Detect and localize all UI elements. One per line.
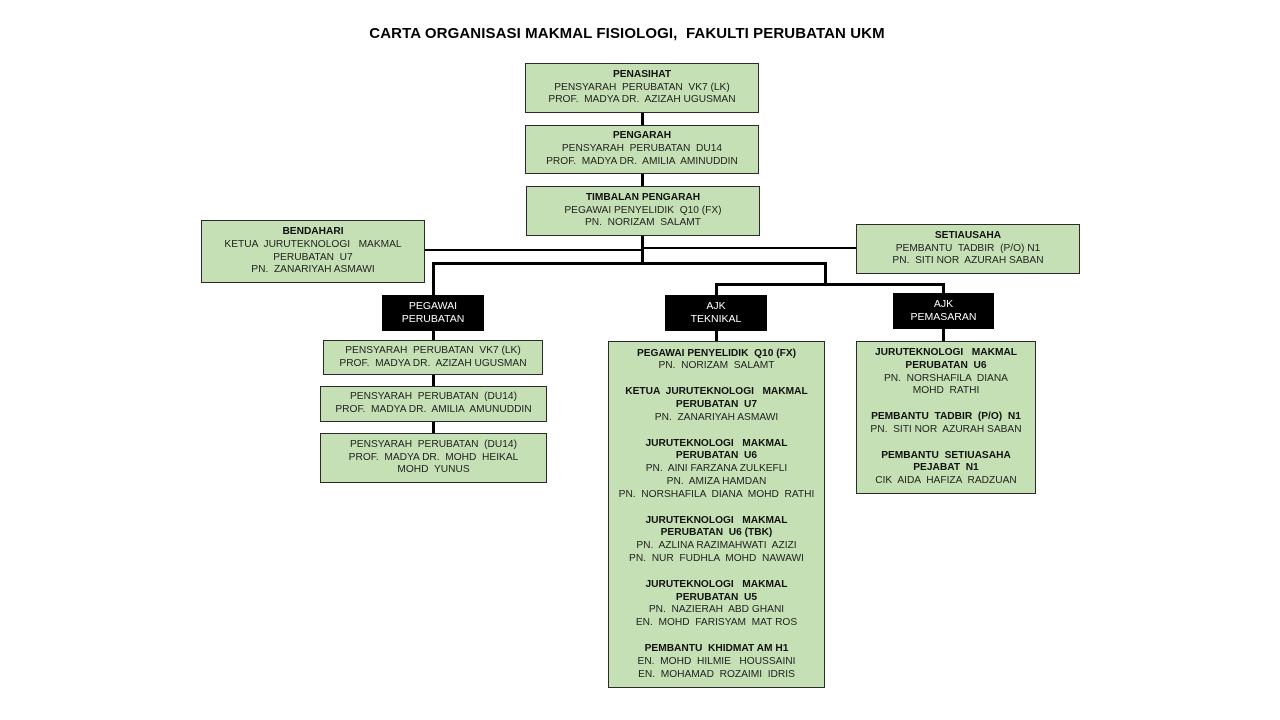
person-name: PROF. MADYA DR. AZIZAH UGUSMAN	[339, 357, 527, 369]
ajk-pemasaran-header: AJK PEMASARAN	[893, 293, 994, 329]
person-name: PN. ZANARIYAH ASMAWI	[251, 264, 375, 276]
position-title: KETUA JURUTEKNOLOGI MAKMAL	[625, 386, 808, 398]
position-title: PERUBATAN U6	[675, 450, 758, 462]
position-line: PENSYARAH PERUBATAN VK7 (LK)	[554, 81, 730, 93]
person-name: PROF. MADYA DR. AZIZAH UGUSMAN	[548, 94, 736, 106]
role-title: PENGARAH	[612, 130, 672, 142]
member-group: JURUTEKNOLOGI MAKMAL PERUBATAN U6 PN. AI…	[619, 438, 815, 502]
person-name: PN. ZANARIYAH ASMAWI	[654, 411, 779, 423]
member-group: JURUTEKNOLOGI MAKMAL PERUBATAN U6 PN. NO…	[875, 347, 1017, 398]
position-title: JURUTEKNOLOGI MAKMAL	[645, 514, 788, 526]
connector-line	[641, 173, 644, 187]
position-line: PENSYARAH PERUBATAN (DU14)	[350, 438, 517, 450]
connector-line	[942, 283, 945, 294]
position-title: JURUTEKNOLOGI MAKMAL	[645, 437, 788, 449]
bendahari-box: BENDAHARI KETUA JURUTEKNOLOGI MAKMAL PER…	[201, 220, 425, 283]
position-line: PEMBANTU TADBIR (P/O) N1	[895, 242, 1041, 254]
person-name: PROF. MADYA DR. AMILIA AMUNUDDIN	[335, 404, 532, 415]
connector-line	[432, 421, 435, 434]
position-line: KETUA JURUTEKNOLOGI MAKMAL	[224, 238, 402, 250]
connector-line	[942, 328, 945, 342]
person-name: CIK AIDA HAFIZA RADZUAN	[875, 475, 1017, 487]
role-title: PENASIHAT	[612, 68, 672, 80]
position-line: PENSYARAH PERUBATAN (DU14)	[350, 391, 517, 403]
person-name: EN. MOHD FARISYAM MAT ROS	[635, 617, 798, 629]
ajk-pemasaran-box: JURUTEKNOLOGI MAKMAL PERUBATAN U6 PN. NO…	[856, 341, 1036, 494]
position-title: PERUBATAN U7	[675, 399, 758, 411]
role-title: SETIAUSAHA	[934, 229, 1002, 241]
role-title: BENDAHARI	[282, 225, 344, 237]
member-group: KETUA JURUTEKNOLOGI MAKMAL PERUBATAN U7 …	[625, 386, 807, 424]
connector-line	[432, 262, 435, 296]
position-line: PERUBATAN U7	[273, 251, 353, 263]
person-name: PN. NAZIERAH ABD GHANI	[648, 604, 785, 616]
position-title: PEMBANTU TADBIR (P/O) N1	[871, 411, 1021, 423]
pegawai-perubatan-member: PENSYARAH PERUBATAN (DU14) PROF. MADYA D…	[320, 386, 547, 422]
person-name: MOHD YUNUS	[397, 464, 470, 476]
connector-line	[824, 262, 827, 285]
connector-line	[642, 247, 856, 249]
person-name: PN. AMIZA HAMDAN	[666, 476, 767, 487]
connector-line	[641, 112, 644, 126]
ajk-teknikal-box: PEGAWAI PENYELIDIK Q10 (FX) PN. NORIZAM …	[608, 341, 825, 688]
person-name: EN. MOHD HILMIE HOUSSAINI	[637, 655, 796, 667]
person-name: EN. MOHAMAD ROZAIMI IDRIS	[638, 668, 795, 680]
person-name: PN. AZLINA RAZIMAHWATI AZIZI	[636, 540, 797, 552]
header-line: PERUBATAN	[401, 313, 465, 325]
connector-line	[425, 249, 643, 251]
penasihat-box: PENASIHAT PENSYARAH PERUBATAN VK7 (LK) P…	[525, 63, 759, 113]
person-name: PN. AINI FARZANA ZULKEFLI	[645, 463, 788, 475]
member-group: PEMBANTU KHIDMAT AM H1 EN. MOHD HILMIE H…	[638, 643, 796, 681]
header-line: AJK	[933, 298, 954, 310]
position-title: PEMBANTU KHIDMAT AM H1	[644, 642, 789, 654]
timbalan-pengarah-box: TIMBALAN PENGARAH PEGAWAI PENYELIDIK Q10…	[526, 186, 760, 236]
position-line: PENSYARAH PERUBATAN DU14	[561, 143, 723, 155]
position-title: PEJABAT N1	[913, 462, 979, 474]
person-name: PROF. MADYA DR. MOHD HEIKAL	[348, 451, 519, 463]
connector-line	[432, 330, 435, 341]
person-name: PN. SITI NOR AZURAH SABAN	[870, 423, 1022, 435]
person-name: PN. NORSHAFILA DIANA MOHD RATHI	[618, 488, 815, 500]
header-line: AJK	[706, 300, 726, 312]
pengarah-box: PENGARAH PENSYARAH PERUBATAN DU14 PROF. …	[525, 125, 759, 174]
member-group: PEMBANTU TADBIR (P/O) N1 PN. SITI NOR AZ…	[870, 411, 1021, 437]
pegawai-perubatan-member: PENSYARAH PERUBATAN VK7 (LK) PROF. MADYA…	[323, 340, 543, 375]
member-group: PEGAWAI PENYELIDIK Q10 (FX) PN. NORIZAM …	[637, 348, 796, 374]
position-line: PENSYARAH PERUBATAN VK7 (LK)	[345, 344, 521, 356]
member-group: JURUTEKNOLOGI MAKMAL PERUBATAN U5 PN. NA…	[636, 579, 797, 630]
connector-line	[715, 283, 945, 286]
member-group: PEMBANTU SETIUASAHA PEJABAT N1 CIK AIDA …	[875, 450, 1017, 488]
chart-title: CARTA ORGANISASI MAKMAL FISIOLOGI, FAKUL…	[369, 25, 885, 42]
position-line: PEGAWAI PENYELIDIK Q10 (FX)	[564, 204, 722, 216]
header-line: TEKNIKAL	[690, 313, 742, 325]
person-name: MOHD RATHI	[912, 385, 980, 397]
position-title: PERUBATAN U5	[675, 591, 758, 603]
setiausaha-box: SETIAUSAHA PEMBANTU TADBIR (P/O) N1 PN. …	[856, 224, 1080, 274]
position-title: PERUBATAN U6	[905, 359, 987, 371]
pegawai-perubatan-header: PEGAWAI PERUBATAN	[382, 295, 484, 331]
member-group: JURUTEKNOLOGI MAKMAL PERUBATAN U6 (TBK) …	[629, 515, 804, 566]
position-title: JURUTEKNOLOGI MAKMAL	[645, 578, 788, 590]
position-title: PERUBATAN U6 (TBK)	[660, 527, 773, 539]
person-name: PN. NUR FUDHLA MOHD NAWAWI	[629, 552, 804, 564]
role-title: TIMBALAN PENGARAH	[585, 191, 701, 203]
person-name: PN. NORIZAM SALAMT	[584, 217, 702, 229]
pegawai-perubatan-member: PENSYARAH PERUBATAN (DU14) PROF. MADYA D…	[320, 433, 547, 483]
connector-line	[715, 330, 718, 342]
person-name: PROF. MADYA DR. AMILIA AMINUDDIN	[546, 155, 738, 167]
person-name: PN. NORIZAM SALAMT	[658, 360, 775, 372]
connector-line	[432, 374, 435, 387]
header-line: PEGAWAI	[408, 300, 458, 312]
position-title: PEMBANTU SETIUASAHA	[881, 449, 1011, 461]
person-name: PN. NORSHAFILA DIANA	[884, 372, 1008, 384]
connector-line	[715, 283, 718, 296]
ajk-teknikal-header: AJK TEKNIKAL	[665, 295, 767, 331]
header-line: PEMASARAN	[910, 311, 977, 323]
position-title: JURUTEKNOLOGI MAKMAL	[874, 346, 1018, 358]
position-title: PEGAWAI PENYELIDIK Q10 (FX)	[636, 347, 797, 359]
connector-line	[432, 262, 827, 265]
person-name: PN. SITI NOR AZURAH SABAN	[892, 255, 1044, 267]
